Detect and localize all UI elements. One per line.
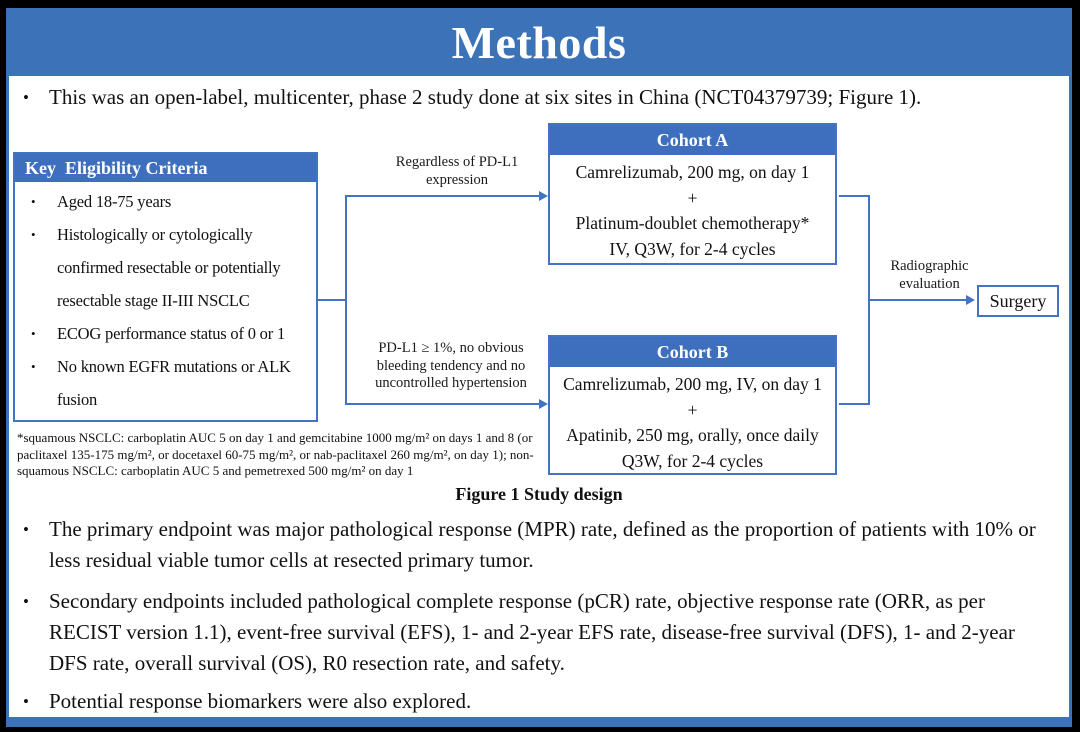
figure-caption: Figure 1 Study design <box>455 484 623 504</box>
eligibility-box-title: Key Eligibility Criteria <box>15 154 316 182</box>
cohort-b-line: Apatinib, 250 mg, orally, once daily <box>566 425 819 445</box>
eligibility-item: • Histologically or cytologically confir… <box>21 218 314 317</box>
connector-from-cohort-b <box>839 403 870 405</box>
eligibility-item: • ECOG performance status of 0 or 1 <box>21 317 314 350</box>
eligibility-box: Key Eligibility Criteria • Aged 18-75 ye… <box>13 152 318 422</box>
bullet-dot: • <box>31 359 36 374</box>
intro-bullet-text: This was an open-label, multicenter, pha… <box>49 85 922 109</box>
eligibility-item-text: No known EGFR mutations or ALK fusion <box>57 357 291 409</box>
cohort-a-line: Camrelizumab, 200 mg, on day 1 <box>575 162 810 182</box>
primary-endpoint-text: The primary endpoint was major pathologi… <box>49 517 1036 572</box>
title-bar: Methods <box>6 8 1072 76</box>
arrowhead-cohort-a <box>539 191 548 201</box>
cohort-a-body: Camrelizumab, 200 mg, on day 1 + Platinu… <box>550 155 835 262</box>
bullet-dot: • <box>23 692 29 711</box>
eligibility-item-text: Aged 18-75 years <box>57 192 172 211</box>
cohort-b-line: Q3W, for 2-4 cycles <box>621 450 764 471</box>
arrowhead-surgery <box>966 295 975 305</box>
bullet-dot: • <box>23 520 29 539</box>
bullet-dot: • <box>31 227 36 242</box>
cohort-b-line: Camrelizumab, 200 mg, IV, on day 1 <box>563 374 822 394</box>
bullet-dot: • <box>31 326 36 341</box>
secondary-endpoints-text: Secondary endpoints included pathologica… <box>49 589 1015 675</box>
chemotherapy-footnote: *squamous NSCLC: carboplatin AUC 5 on da… <box>17 430 534 478</box>
branch-label-bottom: PD-L1 ≥ 1%, no obvious bleeding tendency… <box>375 340 527 391</box>
cohort-a-line: Platinum-doublet chemotherapy* <box>575 213 810 233</box>
connector-to-surgery <box>868 299 968 301</box>
connector-stub-left <box>318 299 345 301</box>
connector-to-cohort-b <box>345 403 541 405</box>
biomarkers-bullet: • Potential response biomarkers were als… <box>19 686 1057 717</box>
secondary-endpoints-bullet: • Secondary endpoints included pathologi… <box>19 586 1057 679</box>
intro-bullet: • This was an open-label, multicenter, p… <box>19 82 1057 113</box>
eligibility-item: • Aged 18-75 years <box>21 185 314 218</box>
surgery-label: Surgery <box>989 290 1047 311</box>
cohort-a-line: + <box>687 187 698 208</box>
study-design-diagram: Key Eligibility Criteria • Aged 18-75 ye… <box>9 114 1069 486</box>
slide-title: Methods <box>451 16 627 68</box>
eligibility-item-text: ECOG performance status of 0 or 1 <box>57 324 286 343</box>
cohort-b-body: Camrelizumab, 200 mg, IV, on day 1 + Apa… <box>550 367 835 474</box>
cohort-b-box: Cohort B Camrelizumab, 200 mg, IV, on da… <box>548 335 837 475</box>
branch-label-top: Regardless of PD-L1 expression <box>395 154 519 188</box>
eligibility-box-body: • Aged 18-75 years • Histologically or c… <box>15 182 316 416</box>
cohort-b-title: Cohort B <box>550 337 835 367</box>
bullet-dot: • <box>31 194 36 209</box>
bullet-dot: • <box>23 88 29 107</box>
slide-content: • This was an open-label, multicenter, p… <box>6 76 1072 727</box>
connector-split-vertical <box>345 195 347 405</box>
eligibility-item: • No known EGFR mutations or ALK fusion <box>21 350 314 416</box>
eligibility-item-text: Histologically or cytologically confirme… <box>57 225 281 310</box>
connector-from-cohort-a <box>839 195 870 197</box>
cohort-a-line: IV, Q3W, for 2-4 cycles <box>609 238 776 259</box>
biomarkers-text: Potential response biomarkers were also … <box>49 689 472 713</box>
cohort-a-box: Cohort A Camrelizumab, 200 mg, on day 1 … <box>548 123 837 265</box>
radiographic-evaluation-label: Radiographic evaluation <box>890 258 969 292</box>
primary-endpoint-bullet: • The primary endpoint was major patholo… <box>19 514 1057 576</box>
surgery-box: Surgery <box>977 285 1059 317</box>
cohort-a-title: Cohort A <box>550 125 835 155</box>
arrowhead-cohort-b <box>539 399 548 409</box>
bullet-dot: • <box>23 592 29 611</box>
cohort-b-line: + <box>687 399 698 420</box>
connector-to-cohort-a <box>345 195 541 197</box>
